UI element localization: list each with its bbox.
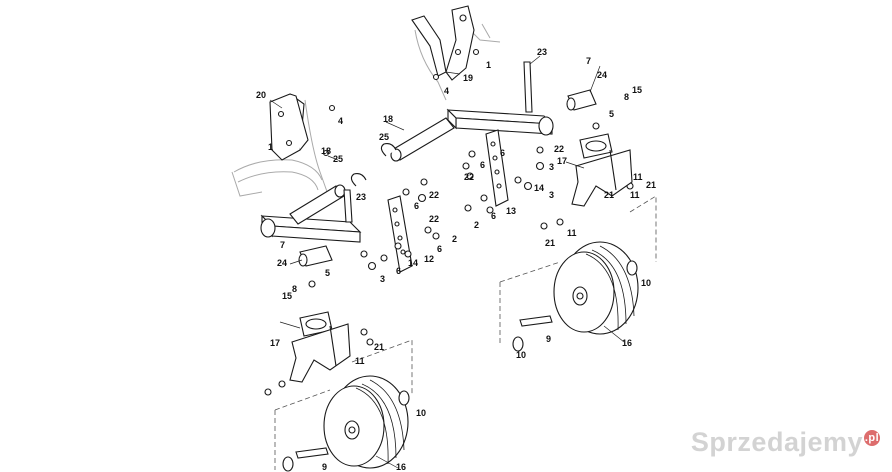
label-2: 2: [474, 220, 479, 230]
label-25: 25: [379, 132, 389, 142]
label-11: 11: [630, 190, 640, 200]
label-22: 22: [554, 144, 564, 154]
label-21: 21: [545, 238, 555, 248]
label-6: 6: [414, 201, 419, 211]
label-19: 19: [463, 73, 473, 83]
label-1: 1: [268, 142, 273, 152]
assembly-lines: [274, 195, 657, 470]
label-10: 10: [516, 350, 526, 360]
label-1: 1: [486, 60, 491, 70]
label-11: 11: [633, 172, 643, 182]
label-15: 15: [282, 291, 292, 301]
label-5: 5: [325, 268, 330, 278]
label-7: 7: [280, 240, 285, 250]
label-11: 11: [355, 356, 365, 366]
label-9: 9: [546, 334, 551, 344]
label-11: 11: [567, 228, 577, 238]
upper-bracket: [411, 5, 480, 81]
label-20: 20: [256, 90, 266, 100]
label-5: 5: [609, 109, 614, 119]
label-12: 12: [424, 254, 434, 264]
label-6: 6: [480, 160, 485, 170]
label-3: 3: [549, 162, 554, 172]
label-24: 24: [277, 258, 287, 268]
label-13: 13: [506, 206, 516, 216]
label-16: 16: [396, 462, 406, 472]
left-bracket: [269, 93, 336, 161]
leader-lines: [269, 55, 625, 469]
label-9: 9: [322, 462, 327, 472]
label-6: 6: [500, 148, 505, 158]
label-14: 14: [534, 183, 544, 193]
watermark-logo: Sprzedajemy.pl: [690, 427, 880, 457]
label-22: 22: [464, 172, 474, 182]
right-axle-bar: [390, 108, 554, 162]
label-8: 8: [292, 284, 297, 294]
label-23: 23: [356, 192, 366, 202]
label-8: 8: [624, 92, 629, 102]
label-22: 22: [429, 190, 439, 200]
right-caster-fork: [571, 133, 633, 207]
watermark-badge: .pl: [864, 430, 880, 446]
label-14: 14: [408, 258, 418, 268]
left-axle-bar: [260, 184, 362, 243]
label-6: 6: [396, 266, 401, 276]
left-wheel: [282, 375, 410, 472]
label-18: 18: [321, 146, 331, 156]
label-6: 6: [437, 244, 442, 254]
label-10: 10: [641, 278, 651, 288]
label-15: 15: [632, 85, 642, 95]
label-21: 21: [374, 342, 384, 352]
label-23: 23: [537, 47, 547, 57]
ghost-frame: [231, 23, 501, 201]
label-25: 25: [333, 154, 343, 164]
label-3: 3: [380, 274, 385, 284]
label-24: 24: [597, 70, 607, 80]
label-10: 10: [416, 408, 426, 418]
label-4: 4: [338, 116, 343, 126]
label-3: 3: [549, 190, 554, 200]
label-4: 4: [444, 86, 449, 96]
label-7: 7: [586, 56, 591, 66]
right-wheel: [512, 241, 639, 352]
left-caster-fork: [289, 311, 351, 383]
label-17: 17: [270, 338, 280, 348]
label-2: 2: [452, 234, 457, 244]
label-18: 18: [383, 114, 393, 124]
label-17: 17: [557, 156, 567, 166]
callouts: 1 4 19 23 7 24 8 15 5 20 4 1 18 25 18 25…: [256, 47, 656, 472]
label-16: 16: [622, 338, 632, 348]
label-22: 22: [429, 214, 439, 224]
label-21: 21: [604, 190, 614, 200]
label-21: 21: [646, 180, 656, 190]
label-6: 6: [491, 211, 496, 221]
